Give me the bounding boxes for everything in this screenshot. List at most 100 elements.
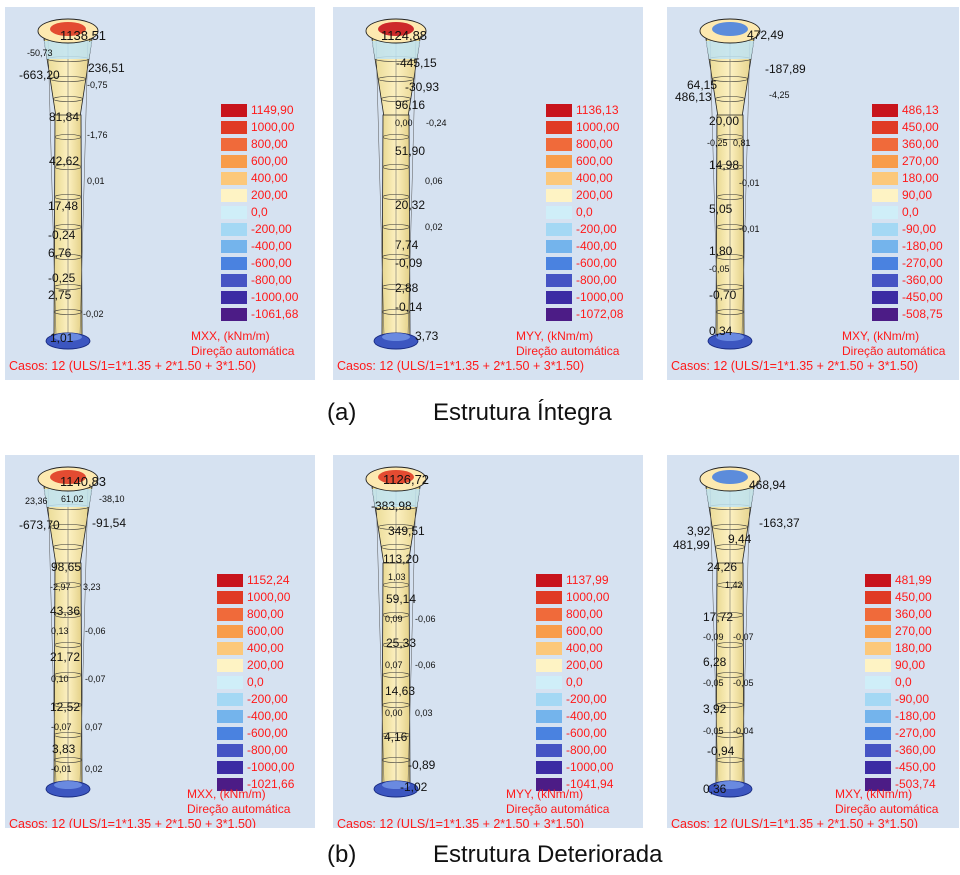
legend-swatch	[221, 206, 247, 219]
caption-a-letter: (a)	[327, 399, 357, 426]
legend-value: 200,00	[566, 658, 603, 672]
moment-value-label: -30,93	[405, 80, 440, 94]
moment-value-label: 61,02	[61, 494, 84, 504]
legend-swatch	[872, 206, 898, 219]
moment-value-label: 236,51	[88, 61, 125, 75]
moment-value-label: 3,92	[687, 524, 711, 538]
moment-value-label: 0,34	[709, 324, 733, 338]
legend-swatch	[217, 574, 243, 587]
legend-value: -800,00	[247, 743, 288, 757]
legend-swatch	[872, 138, 898, 151]
moment-value-label: -91,54	[92, 516, 127, 530]
legend-value: 400,00	[251, 171, 288, 185]
legend-value: 0,0	[251, 205, 268, 219]
moment-value-label: 7,74	[395, 238, 419, 252]
moment-value-label: 0,02	[85, 764, 103, 774]
legend-value: -600,00	[566, 726, 607, 740]
legend-swatch	[546, 206, 572, 219]
moment-value-label: 2,88	[395, 281, 419, 295]
moment-value-label: 25,33	[386, 636, 417, 650]
legend-value: -600,00	[247, 726, 288, 740]
result-type-label: MYY, (kNm/m)	[516, 329, 594, 343]
legend-value: -450,00	[902, 290, 943, 304]
result-type-label: MYY, (kNm/m)	[506, 787, 584, 801]
legend-swatch	[217, 710, 243, 723]
moment-value-label: 2,75	[48, 288, 72, 302]
moment-value-label: 349,51	[388, 524, 425, 538]
legend-swatch	[221, 223, 247, 236]
legend-swatch	[546, 274, 572, 287]
legend-value: 486,13	[902, 103, 939, 117]
moment-value-label: 1,03	[388, 572, 406, 582]
direction-label: Direção automática	[191, 344, 295, 358]
legend-swatch	[536, 642, 562, 655]
legend-swatch	[221, 257, 247, 270]
moment-value-label: 1126,72	[383, 472, 430, 487]
legend-swatch	[865, 591, 891, 604]
moment-value-label: 468,94	[749, 478, 786, 492]
legend-value: 1136,13	[576, 103, 619, 117]
legend-value: -400,00	[576, 239, 617, 253]
legend-swatch	[217, 591, 243, 604]
legend-value: 481,99	[895, 573, 932, 587]
legend-swatch	[536, 676, 562, 689]
moment-value-label: -0,25	[707, 138, 728, 148]
moment-value-label: 0,09	[385, 614, 403, 624]
legend-swatch	[865, 642, 891, 655]
legend-swatch	[217, 727, 243, 740]
moment-value-label: -0,05	[703, 726, 724, 736]
moment-value-label: -0,94	[707, 744, 735, 758]
moment-value-label: 24,26	[707, 560, 738, 574]
legend-swatch	[536, 744, 562, 757]
moment-value-label: 42,62	[49, 154, 80, 168]
moment-value-label: 0,36	[703, 782, 727, 796]
legend-value: -1041,94	[566, 777, 614, 791]
moment-value-label: 0,81	[733, 138, 751, 148]
moment-value-label: 12,52	[50, 700, 81, 714]
direction-label: Direção automática	[187, 802, 291, 816]
moment-value-label: -0,05	[709, 264, 730, 274]
legend-swatch	[546, 291, 572, 304]
legend-swatch	[536, 659, 562, 672]
moment-value-label: -50,73	[27, 48, 53, 58]
legend-swatch	[865, 625, 891, 638]
legend-value: -270,00	[902, 256, 943, 270]
moment-value-label: -0,01	[739, 224, 760, 234]
legend-swatch	[221, 291, 247, 304]
legend-value: 200,00	[251, 188, 288, 202]
legend-swatch	[872, 223, 898, 236]
moment-value-label: 1140,83	[60, 474, 107, 489]
moment-value-label: 51,90	[395, 144, 426, 158]
moment-value-label: 1,80	[709, 244, 733, 258]
legend-swatch	[221, 104, 247, 117]
moment-value-label: 96,16	[395, 98, 426, 112]
moment-value-label: 98,65	[51, 560, 82, 574]
load-case-label: Casos: 12 (ULS/1=1*1.35 + 2*1.50 + 3*1.5…	[337, 817, 585, 828]
moment-value-label: 21,72	[50, 650, 81, 664]
moment-value-label: -0,02	[83, 309, 104, 319]
load-case-label: Casos: 12 (ULS/1=1*1.35 + 2*1.50 + 3*1.5…	[337, 359, 585, 373]
legend-swatch	[536, 727, 562, 740]
legend-swatch	[865, 778, 891, 791]
moment-value-label: -383,98	[371, 499, 412, 513]
legend-value: -508,75	[902, 307, 943, 321]
legend-swatch	[546, 240, 572, 253]
legend-value: 400,00	[576, 171, 613, 185]
legend-value: 800,00	[566, 607, 603, 621]
moment-value-label: -0,06	[415, 660, 436, 670]
moment-value-label: -0,01	[739, 178, 760, 188]
moment-value-label: -1,76	[87, 130, 108, 140]
direction-label: Direção automática	[506, 802, 610, 816]
legend-value: -270,00	[895, 726, 936, 740]
legend-value: -360,00	[895, 743, 936, 757]
legend-value: 0,0	[576, 205, 593, 219]
legend-value: -800,00	[251, 273, 292, 287]
moment-value-label: -1,02	[400, 780, 428, 794]
legend-swatch	[217, 761, 243, 774]
legend-value: -400,00	[251, 239, 292, 253]
moment-value-label: 20,00	[709, 114, 740, 128]
legend-swatch	[546, 155, 572, 168]
moment-value-label: -673,70	[19, 518, 60, 532]
load-case-label: Casos: 12 (ULS/1=1*1.35 + 2*1.50 + 3*1.5…	[9, 359, 257, 373]
legend-value: 400,00	[566, 641, 603, 655]
